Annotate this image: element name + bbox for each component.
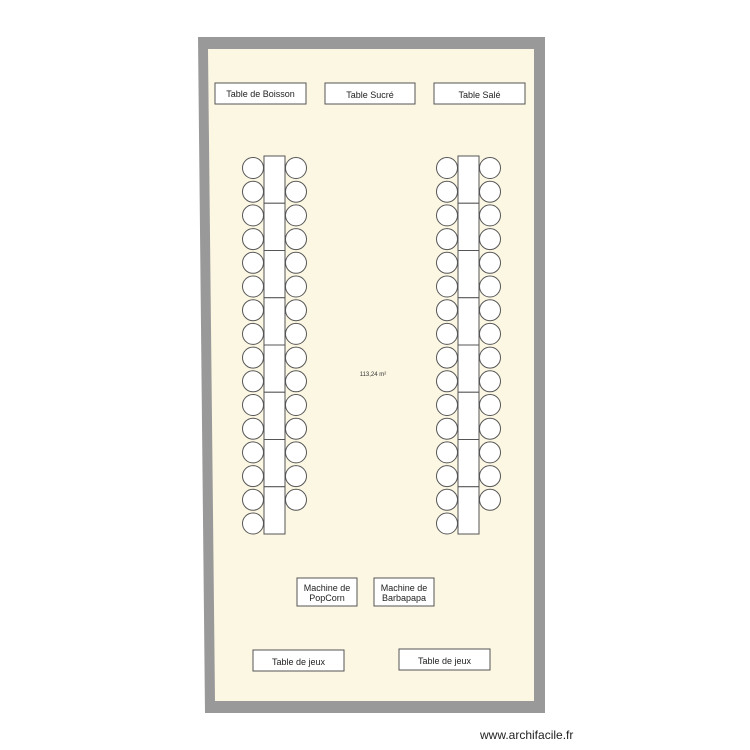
chair[interactable] (285, 370, 307, 393)
table-jeux-right[interactable]: Table de jeux (398, 648, 491, 671)
chair[interactable] (285, 275, 307, 298)
chair[interactable] (436, 394, 458, 416)
chair[interactable] (242, 228, 264, 251)
seating-row-right (436, 155, 501, 535)
chair[interactable] (285, 322, 307, 345)
table-sale[interactable]: Table Salé (433, 82, 526, 105)
chair[interactable] (242, 157, 264, 179)
chair[interactable] (242, 394, 264, 416)
chair[interactable] (285, 157, 307, 179)
chair[interactable] (436, 465, 458, 488)
table-jeux-left[interactable]: Table de jeux (252, 649, 345, 672)
chair[interactable] (242, 417, 264, 440)
machine-popcorn-label-line2: PopCorn (309, 593, 345, 603)
chair[interactable] (436, 417, 458, 440)
machine-popcorn-label-line1: Machine de (304, 583, 351, 593)
table-boisson[interactable]: Table de Boisson (214, 82, 307, 105)
chair[interactable] (479, 370, 501, 393)
chair[interactable] (436, 204, 458, 227)
table-sale-label: Table Salé (458, 90, 500, 100)
chair[interactable] (479, 465, 501, 488)
dining-table[interactable] (263, 297, 286, 346)
dining-table[interactable] (263, 250, 286, 299)
chair[interactable] (242, 512, 264, 535)
chair[interactable] (242, 370, 264, 393)
chair[interactable] (436, 251, 458, 274)
chair[interactable] (285, 204, 307, 227)
room-area-label: 113,24 m² (360, 372, 387, 378)
chair[interactable] (479, 180, 501, 203)
dining-table[interactable] (457, 344, 480, 393)
chair[interactable] (242, 204, 264, 227)
chair[interactable] (285, 180, 307, 203)
chair[interactable] (242, 180, 264, 203)
chair[interactable] (479, 204, 501, 227)
chair[interactable] (285, 251, 307, 274)
dining-table[interactable] (457, 155, 480, 204)
dining-table[interactable] (457, 486, 480, 535)
chair[interactable] (285, 488, 307, 511)
chair[interactable] (436, 299, 458, 322)
chair[interactable] (285, 228, 307, 251)
machine-barbapapa-label-line1: Machine de (381, 583, 428, 593)
chair[interactable] (242, 441, 264, 464)
chair[interactable] (479, 157, 501, 179)
dining-table[interactable] (263, 202, 286, 251)
chair[interactable] (436, 370, 458, 393)
chair[interactable] (285, 346, 307, 369)
table-jeux-right-label: Table de jeux (418, 656, 472, 666)
chair[interactable] (479, 228, 501, 251)
chair[interactable] (285, 465, 307, 488)
chair[interactable] (479, 299, 501, 322)
dining-table[interactable] (457, 391, 480, 440)
dining-table[interactable] (457, 250, 480, 299)
table-sucre[interactable]: Table Sucré (324, 82, 416, 105)
chair[interactable] (479, 394, 501, 416)
dining-table[interactable] (263, 439, 286, 488)
dining-table[interactable] (457, 297, 480, 346)
chair[interactable] (436, 441, 458, 464)
chair[interactable] (242, 465, 264, 488)
chair[interactable] (436, 346, 458, 369)
chair[interactable] (285, 299, 307, 322)
dining-table[interactable] (263, 486, 286, 535)
dining-table[interactable] (457, 202, 480, 251)
chair[interactable] (242, 346, 264, 369)
chair[interactable] (436, 275, 458, 298)
chair[interactable] (242, 251, 264, 274)
machine-barbapapa-label-line2: Barbapapa (382, 593, 426, 603)
chair[interactable] (285, 394, 307, 416)
chair[interactable] (436, 157, 458, 179)
table-sucre-label: Table Sucré (346, 90, 394, 100)
chair[interactable] (242, 488, 264, 511)
chair[interactable] (479, 346, 501, 369)
chair[interactable] (436, 228, 458, 251)
table-boisson-label: Table de Boisson (226, 89, 295, 99)
watermark: www.archifacile.fr (480, 728, 574, 742)
chair[interactable] (436, 180, 458, 203)
chair[interactable] (479, 251, 501, 274)
chair[interactable] (285, 417, 307, 440)
chair[interactable] (285, 441, 307, 464)
chair[interactable] (479, 417, 501, 440)
chair[interactable] (479, 488, 501, 511)
chair[interactable] (436, 322, 458, 345)
dining-table[interactable] (263, 344, 286, 393)
chair[interactable] (479, 322, 501, 345)
seating-row-left (242, 155, 307, 535)
chair[interactable] (242, 275, 264, 298)
machine-barbapapa[interactable]: Machine de Barbapapa (373, 577, 435, 607)
dining-table[interactable] (263, 391, 286, 440)
chair[interactable] (242, 322, 264, 345)
chair[interactable] (436, 488, 458, 511)
chair[interactable] (242, 299, 264, 322)
chair[interactable] (479, 441, 501, 464)
machine-popcorn[interactable]: Machine de PopCorn (296, 577, 358, 607)
dining-table[interactable] (263, 155, 286, 204)
chair[interactable] (436, 512, 458, 535)
table-jeux-left-label: Table de jeux (272, 657, 326, 667)
chair[interactable] (479, 275, 501, 298)
dining-table[interactable] (457, 439, 480, 488)
